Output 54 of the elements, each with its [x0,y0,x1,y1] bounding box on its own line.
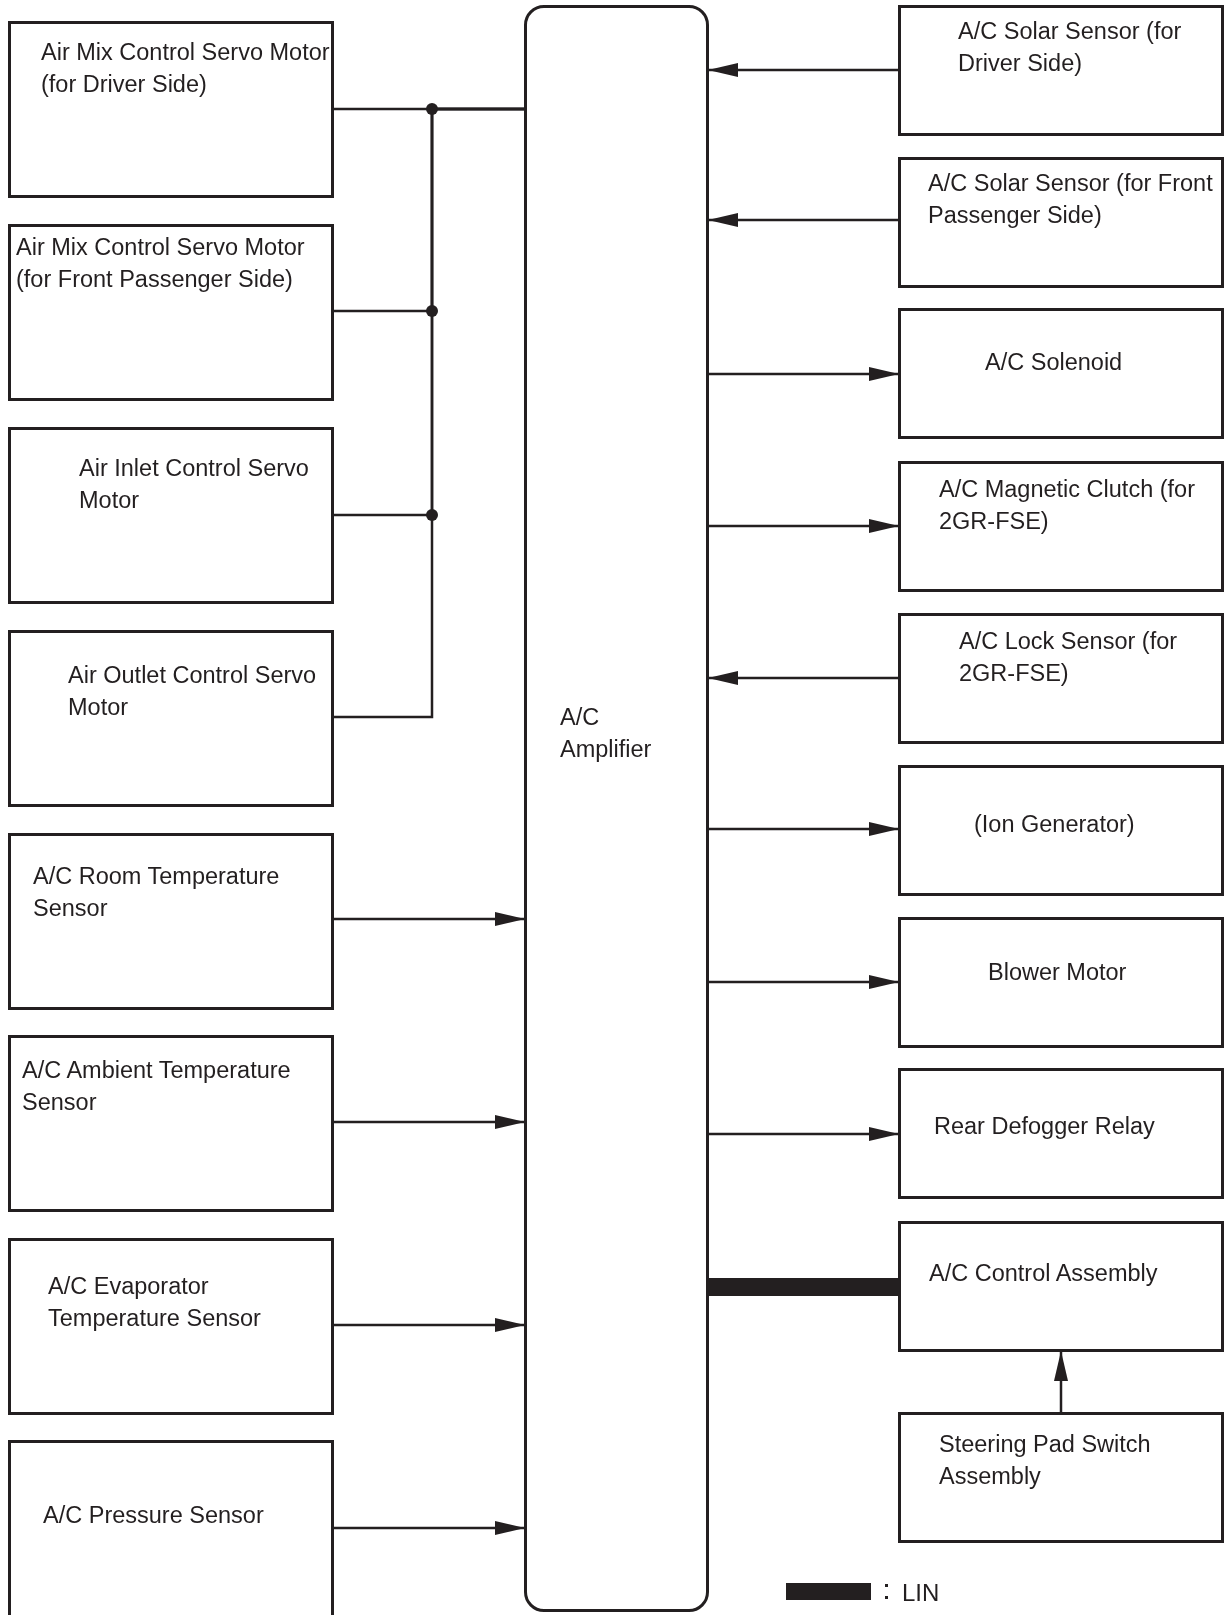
component-label: A/C Solar Sensor (for Driver Side) [958,17,1183,78]
arrow [334,1318,525,1332]
arrow [709,367,899,381]
component-box [898,5,1224,136]
component-label: Air Mix Control Servo Motor (for Front Passenger Side) [16,233,306,294]
component-box [8,833,334,1010]
component-label: A/C Evaporator Temperature Sensor [48,1272,262,1333]
component-box [898,917,1224,1048]
legend-label: LIN [902,1579,940,1607]
component-label: A/C Solenoid [985,348,1124,377]
component-label: A/C Room Temperature Sensor [33,862,281,923]
component-box [8,21,334,198]
component-label: Rear Defogger Relay [934,1112,1156,1141]
component-box [898,765,1224,896]
component-box [8,630,334,807]
arrow [709,1127,899,1141]
component-label: (Ion Generator) [974,810,1136,839]
wire [334,107,524,719]
arrow [708,63,898,77]
component-label: A/C Magnetic Clutch (for 2GR-FSE) [939,475,1196,536]
component-label: A/C Lock Sensor (for 2GR-FSE) [959,627,1179,688]
component-label: A/C Solar Sensor (for Front Passenger Side) [928,169,1214,230]
component-box [898,1068,1224,1199]
component-box [8,1238,334,1415]
component-label: Air Outlet Control Servo Motor [68,661,318,722]
component-box [898,308,1224,439]
component-label: Blower Motor [988,958,1128,987]
arrow [709,519,899,533]
amplifier-block [524,5,709,1612]
arrow [1054,1351,1068,1412]
component-box [898,461,1224,592]
arrow [708,213,898,227]
arrow [334,1521,525,1535]
bus-line [709,1278,898,1296]
component-label: Air Mix Control Servo Motor (for Driver Side) [41,38,331,99]
component-label: Air Inlet Control Servo Motor [79,454,310,515]
arrow [708,671,898,685]
component-box [8,224,334,401]
arrow [334,1115,525,1129]
component-label: A/C Ambient Temperature Sensor [22,1056,292,1117]
component-box [898,613,1224,744]
arrow [334,912,525,926]
component-box [898,157,1224,288]
component-box [898,1412,1224,1543]
component-box [8,1440,334,1615]
component-label: A/C Pressure Sensor [43,1501,265,1530]
component-label: Steering Pad Switch Assembly [939,1430,1152,1491]
component-box [8,427,334,604]
component-label: A/C Amplifier [560,703,653,764]
arrow [709,975,899,989]
arrow [709,822,899,836]
component-box [8,1035,334,1212]
component-box [898,1221,1224,1352]
component-label: A/C Control Assembly [929,1259,1159,1288]
